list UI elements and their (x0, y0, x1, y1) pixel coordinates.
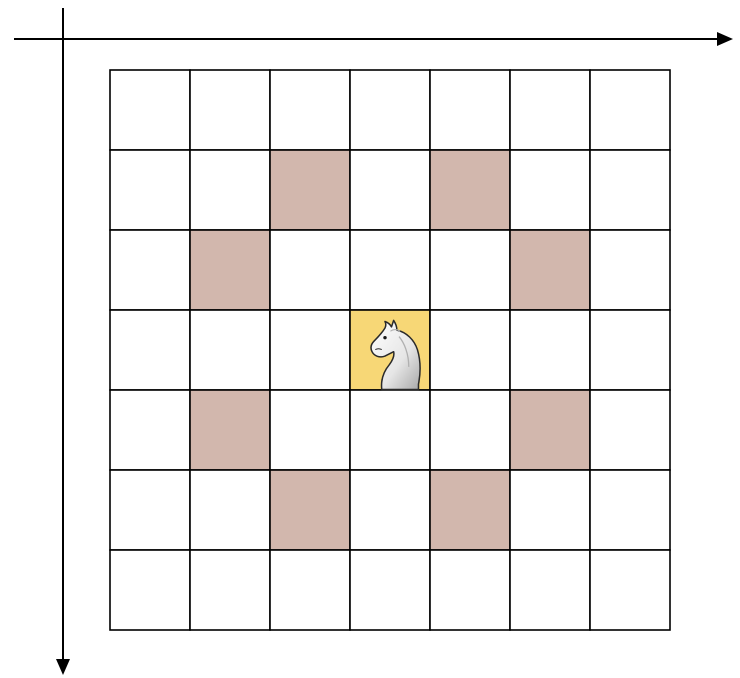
board-cell (110, 470, 190, 550)
board-cell (510, 550, 590, 630)
reachable-cell (430, 150, 510, 230)
reachable-cell (510, 230, 590, 310)
board-cell (270, 230, 350, 310)
board-cell (590, 310, 670, 390)
reachable-cell (270, 470, 350, 550)
reachable-cell (430, 470, 510, 550)
board-cell (110, 150, 190, 230)
board-cell (510, 310, 590, 390)
board-cell (350, 550, 430, 630)
board-cell (590, 70, 670, 150)
board-cell (590, 550, 670, 630)
board-cell (110, 230, 190, 310)
board-cell (270, 310, 350, 390)
board-cell (190, 70, 270, 150)
board-cell (350, 70, 430, 150)
board-cell (110, 70, 190, 150)
reachable-cell (270, 150, 350, 230)
board-cell (190, 550, 270, 630)
reachable-cell (190, 230, 270, 310)
board-cell (590, 470, 670, 550)
reachable-cell (190, 390, 270, 470)
board-cell (110, 310, 190, 390)
board-cell (510, 70, 590, 150)
board-cell (430, 390, 510, 470)
board-cell (590, 230, 670, 310)
board-cell (590, 150, 670, 230)
arrow-down-icon (56, 659, 70, 675)
board-cell (190, 470, 270, 550)
board-cell (430, 310, 510, 390)
y-axis (56, 8, 70, 675)
board-cell (510, 470, 590, 550)
x-axis (14, 32, 733, 46)
board-cell (270, 390, 350, 470)
board-cell (110, 550, 190, 630)
board-cell (190, 310, 270, 390)
board-cell (350, 470, 430, 550)
board-cell (270, 70, 350, 150)
board-cell (430, 230, 510, 310)
board-cell (350, 390, 430, 470)
board-cell (270, 550, 350, 630)
board-cell (350, 230, 430, 310)
board-cell (510, 150, 590, 230)
board-cell (430, 70, 510, 150)
board-cell (430, 550, 510, 630)
reachable-cell (510, 390, 590, 470)
board-cell (190, 150, 270, 230)
arrow-right-icon (717, 32, 733, 46)
board-cell (590, 390, 670, 470)
board-cell (110, 390, 190, 470)
board-cell (350, 150, 430, 230)
